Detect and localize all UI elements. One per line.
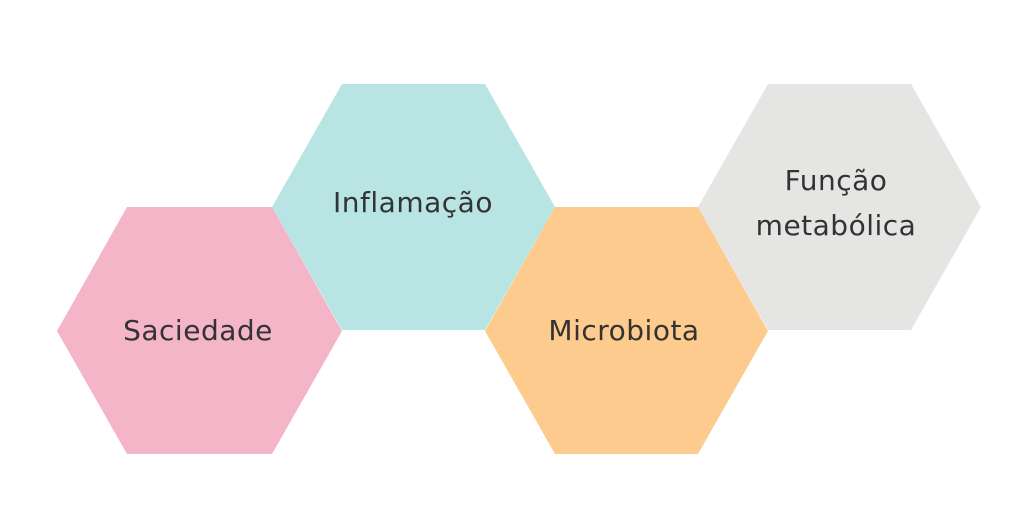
hexagon-label-saciedade: Saciedade — [123, 314, 273, 347]
hexagon-shape-funcao-metabolica — [698, 84, 981, 330]
hexagon-shape-inflamacao — [272, 84, 555, 330]
hexagon-label-funcao-line-2: metabólica — [756, 209, 917, 242]
hexagon-funcao-metabolica: Função metabólica — [698, 84, 981, 330]
hexagon-saciedade: Saciedade — [57, 207, 342, 454]
hexagon-shape-saciedade — [57, 207, 342, 454]
hexagon-label-microbiota: Microbiota — [548, 314, 699, 347]
hexagon-shape-microbiota — [485, 207, 768, 454]
hexagon-microbiota: Microbiota — [485, 207, 768, 454]
hexagon-label-funcao-line-1: Função — [785, 164, 888, 197]
hexagon-label-inflamacao: Inflamação — [333, 186, 493, 219]
hexagon-inflamacao: Inflamação — [272, 84, 555, 330]
